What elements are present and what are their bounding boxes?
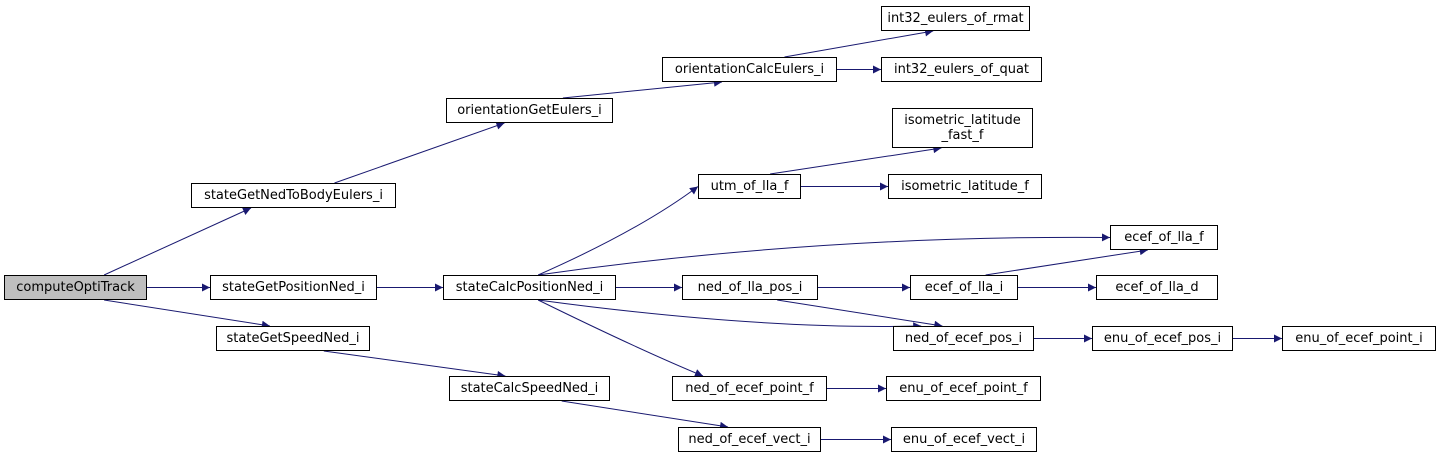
edge-stateCalcPositionNed_i-to-ecef_of_lla_f	[538, 233, 1111, 276]
node-enu_of_ecef_point_f[interactable]: enu_of_ecef_point_f	[886, 376, 1041, 401]
node-int32_eulers_of_quat[interactable]: int32_eulers_of_quat	[881, 57, 1042, 82]
node-ned_of_lla_pos_i[interactable]: ned_of_lla_pos_i	[682, 275, 818, 300]
edge-orientationCalcEulers_i-to-int32_eulers_of_rmat	[784, 28, 934, 58]
node-int32_eulers_of_rmat[interactable]: int32_eulers_of_rmat	[881, 6, 1030, 31]
node-stateCalcSpeedNed_i[interactable]: stateCalcSpeedNed_i	[449, 376, 610, 401]
node-stateGetPositionNed_i[interactable]: stateGetPositionNed_i	[210, 275, 377, 300]
edge-stateGetNedToBodyEulers_i-to-orientationGetEulers_i	[334, 121, 505, 184]
node-stateGetSpeedNed_i[interactable]: stateGetSpeedNed_i	[216, 326, 370, 351]
edge-ned_of_lla_pos_i-to-ned_of_ecef_pos_i	[777, 299, 943, 329]
edge-orientationGetEulers_i-to-orientationCalcEulers_i	[562, 78, 723, 99]
edge-stateCalcPositionNed_i-to-ned_of_ecef_point_f	[537, 299, 704, 377]
edge-stateCalcPositionNed_i-to-ned_of_ecef_pos_i	[538, 299, 922, 331]
node-isometric_latitude_fast_f[interactable]: isometric_latitude _fast_f	[892, 108, 1033, 148]
node-computeOptiTrack[interactable]: computeOptiTrack	[4, 275, 147, 300]
node-stateCalcPositionNed_i[interactable]: stateCalcPositionNed_i	[443, 275, 616, 300]
edge-ecef_of_lla_i-to-ecef_of_lla_f	[985, 247, 1148, 276]
node-ecef_of_lla_f[interactable]: ecef_of_lla_f	[1110, 225, 1218, 250]
node-ned_of_ecef_point_f[interactable]: ned_of_ecef_point_f	[672, 376, 827, 401]
node-utm_of_lla_f[interactable]: utm_of_lla_f	[698, 174, 801, 199]
node-enu_of_ecef_pos_i[interactable]: enu_of_ecef_pos_i	[1092, 326, 1233, 351]
node-orientationGetEulers_i[interactable]: orientationGetEulers_i	[446, 98, 613, 123]
edge-computeOptiTrack-to-stateGetNedToBodyEulers_i	[103, 207, 252, 276]
edge-stateCalcPositionNed_i-to-utm_of_lla_f	[537, 186, 699, 276]
node-ned_of_ecef_vect_i[interactable]: ned_of_ecef_vect_i	[678, 427, 821, 452]
edge-computeOptiTrack-to-stateGetSpeedNed_i	[104, 299, 270, 329]
edge-utm_of_lla_f-to-isometric_latitude_fast_f	[770, 145, 942, 175]
edge-stateGetSpeedNed_i-to-stateCalcSpeedNed_i	[323, 350, 506, 379]
node-ecef_of_lla_d[interactable]: ecef_of_lla_d	[1096, 275, 1218, 300]
node-ecef_of_lla_i[interactable]: ecef_of_lla_i	[910, 275, 1018, 300]
node-isometric_latitude_f[interactable]: isometric_latitude_f	[888, 174, 1042, 199]
node-enu_of_ecef_vect_i[interactable]: enu_of_ecef_vect_i	[891, 427, 1037, 452]
node-orientationCalcEulers_i[interactable]: orientationCalcEulers_i	[662, 57, 837, 82]
node-enu_of_ecef_point_i[interactable]: enu_of_ecef_point_i	[1282, 326, 1436, 351]
node-stateGetNedToBodyEulers_i[interactable]: stateGetNedToBodyEulers_i	[191, 183, 396, 208]
node-ned_of_ecef_pos_i[interactable]: ned_of_ecef_pos_i	[893, 326, 1034, 351]
edge-stateCalcSpeedNed_i-to-ned_of_ecef_vect_i	[561, 400, 729, 430]
